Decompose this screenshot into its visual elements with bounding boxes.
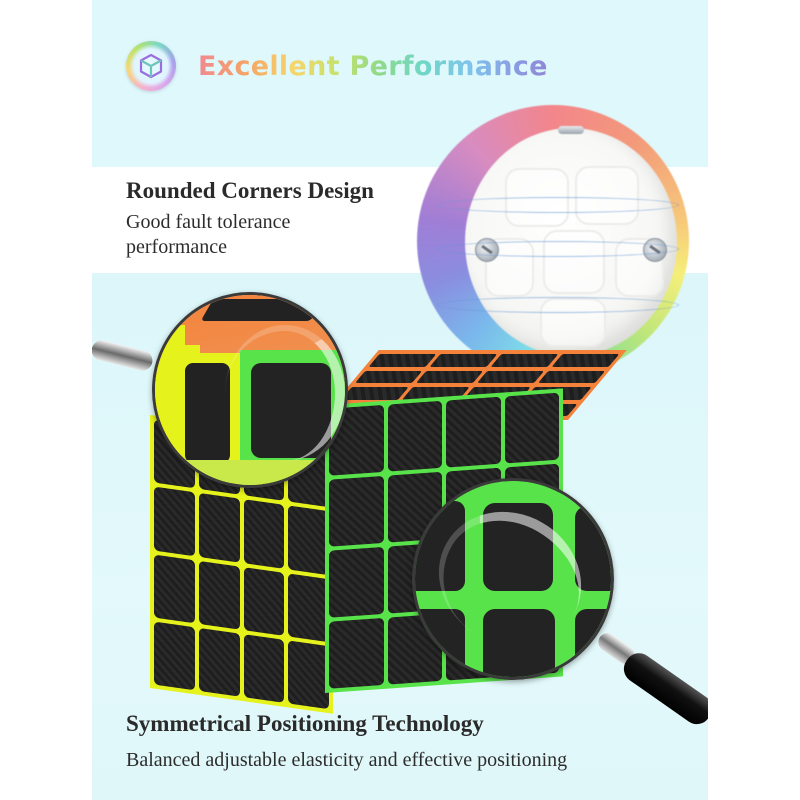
magnified-positioning-detail: [415, 481, 611, 677]
feature-title-rounded-corners: Rounded Corners Design: [126, 178, 374, 203]
rotation-ring: [437, 241, 679, 257]
rotation-ring: [437, 297, 679, 313]
core-segment: [543, 230, 605, 294]
core-segment: [575, 166, 639, 225]
rotation-ring: [437, 197, 679, 213]
screw-icon: [558, 126, 584, 134]
section-header: Excellent Performance: [126, 40, 548, 92]
feature-title-symmetrical-positioning: Symmetrical Positioning Technology: [126, 711, 484, 736]
section-title: Excellent Performance: [198, 50, 548, 82]
feature-description-symmetrical-positioning: Balanced adjustable elasticity and effec…: [126, 749, 568, 771]
feature-description-line: performance: [126, 236, 228, 258]
magnifying-glass-icon: [412, 478, 614, 680]
feature-description-line: Good fault tolerance: [126, 211, 291, 233]
magnifying-glass-icon: [152, 292, 348, 488]
feature-description-rounded-corners: Good fault tolerance performance: [126, 210, 366, 260]
product-feature-panel: Excellent Performance Rounded Corners De…: [92, 0, 708, 800]
cube-badge-icon: [126, 41, 176, 91]
lens-glare: [225, 325, 345, 461]
cube-core-mechanism-image: [417, 105, 689, 377]
